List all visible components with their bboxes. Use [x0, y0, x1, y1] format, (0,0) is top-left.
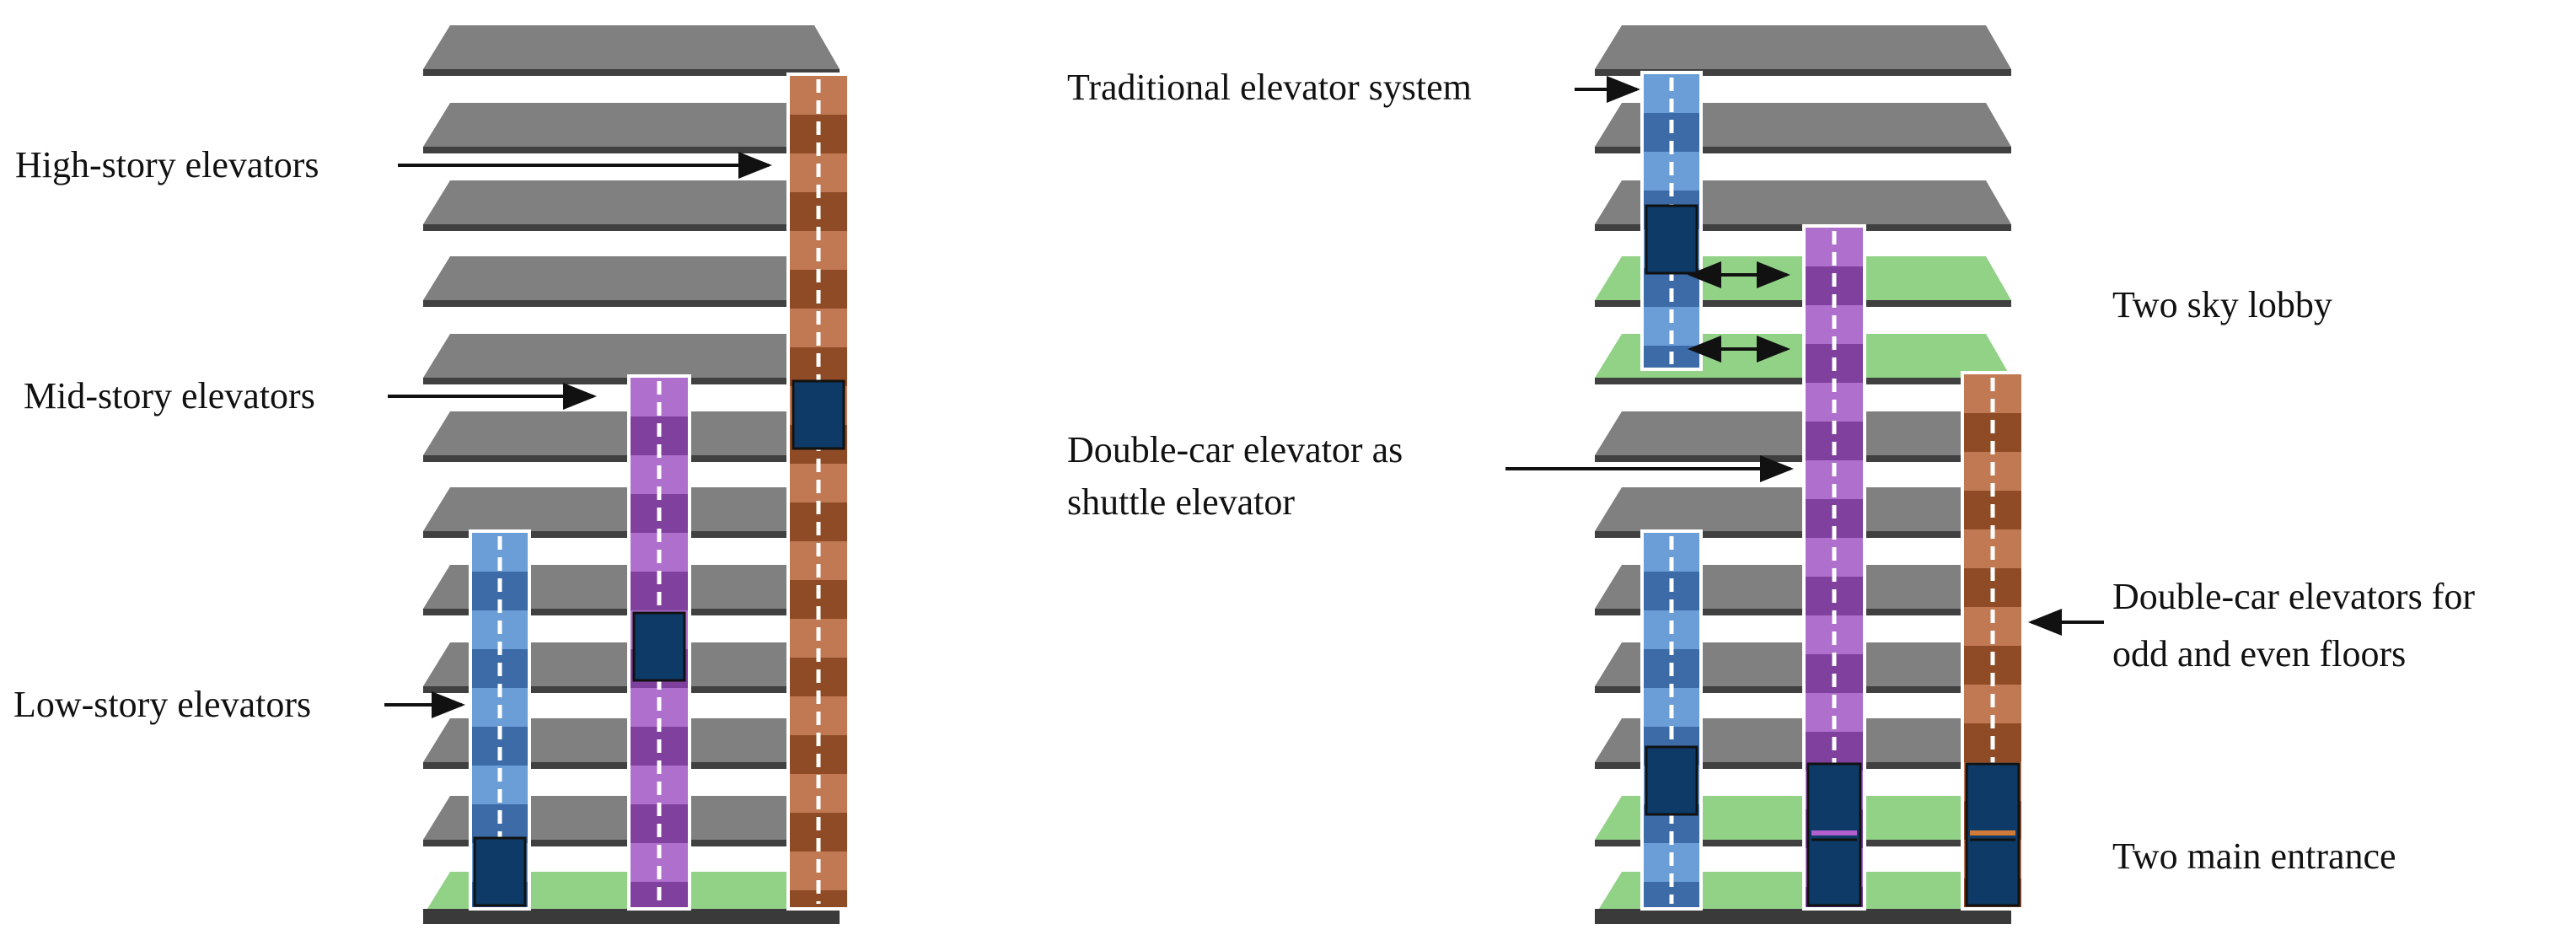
- elevator-car: [473, 836, 527, 907]
- elevator-car: [1645, 745, 1699, 816]
- traditional-lower-shaft: [1640, 529, 1703, 911]
- floor-plate: [423, 334, 840, 378]
- shuttle-label-line1: Double-car elevator as: [1067, 429, 1403, 470]
- mid-story-label: Mid-story elevators: [24, 375, 315, 416]
- shuttle-label-line2: shuttle elevator: [1067, 481, 1296, 523]
- floor-edge: [423, 300, 840, 307]
- shuttle-double-car-shaft: [1802, 224, 1866, 911]
- traditional-system-label: Traditional elevator system: [1067, 67, 1472, 108]
- elevator-car: [632, 611, 686, 682]
- low-story-label: Low-story elevators: [13, 684, 312, 725]
- sky-lobby-label: Two sky lobby: [2112, 284, 2332, 325]
- floor-edge: [423, 69, 840, 76]
- high-story-label: High-story elevators: [15, 144, 319, 185]
- odd-even-double-car-shaft: [1961, 371, 2025, 911]
- floor-plate: [423, 256, 840, 300]
- floor-edge: [1595, 147, 2011, 153]
- floor-plate: [423, 103, 840, 147]
- floor-edge: [1595, 69, 2011, 76]
- right-building: [1595, 25, 2025, 924]
- odd-even-label-line1: Double-car elevators for: [2112, 576, 2476, 617]
- pointer-arrows: [384, 76, 2104, 718]
- floor-plate: [1595, 25, 2011, 69]
- shaft-band: [790, 890, 847, 907]
- low-story-shaft: [469, 529, 531, 911]
- building-base: [423, 909, 840, 924]
- floor-edge: [423, 147, 840, 153]
- mid-story-shaft: [627, 374, 691, 911]
- high-story-shaft: [786, 73, 851, 911]
- main-entrance-label: Two main entrance: [2112, 835, 2396, 877]
- odd-even-label-line2: odd and even floors: [2112, 633, 2407, 674]
- floor-edge: [423, 224, 840, 231]
- elevator-car: [792, 379, 845, 450]
- elevator-car: [1645, 204, 1699, 275]
- floor-plate: [423, 25, 840, 69]
- building-base: [1595, 909, 2011, 924]
- traditional-upper-shaft: [1640, 71, 1703, 371]
- left-building: [423, 25, 851, 924]
- floor-plate: [423, 180, 840, 224]
